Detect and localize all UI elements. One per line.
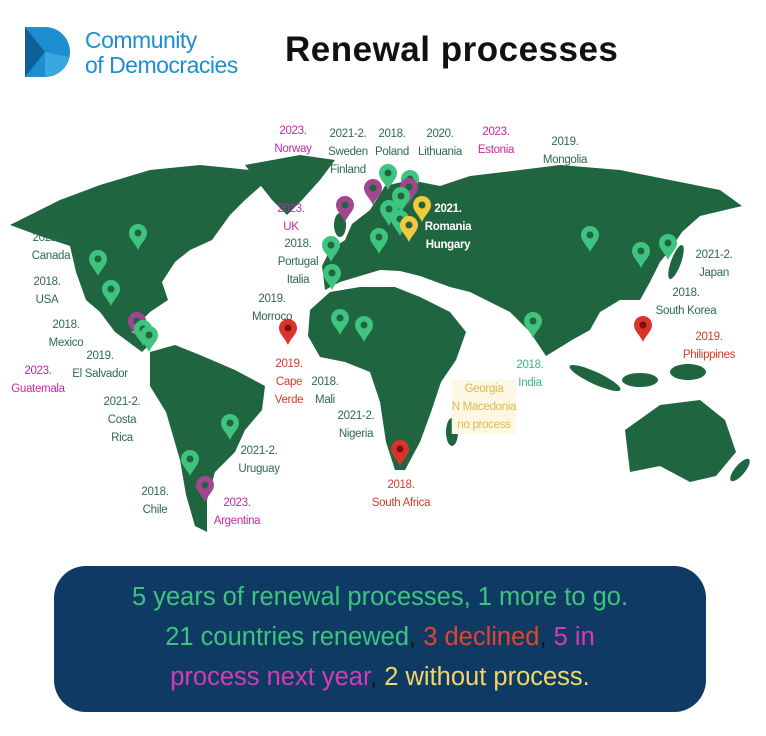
label-mongolia: 2019.Mongolia — [542, 136, 588, 166]
map-pin-renewed-icon — [581, 226, 599, 252]
label-uruguay: 2021-2.Uruguay — [238, 445, 280, 475]
map-pin-renewed-icon — [140, 326, 158, 352]
label-el-salvador: 2019.El Salvador — [72, 350, 128, 380]
label-philippines: 2019.Philippines — [682, 331, 736, 361]
map-pin-no-process-icon — [413, 196, 431, 222]
page-title: Renewal processes — [285, 30, 619, 69]
separator: , — [370, 663, 385, 691]
label-norway: 2023.Norway — [274, 125, 312, 155]
greenland — [245, 155, 335, 215]
next-year-text: process next year — [170, 663, 371, 691]
label-morroco: 2019.Morroco — [251, 293, 293, 323]
map-pin-next-year-icon — [364, 179, 382, 205]
banner-line-1: 5 years of renewal processes, 1 more to … — [131, 583, 629, 611]
map-pin-renewed-icon — [89, 250, 107, 276]
declined-count: 3 declined — [423, 623, 540, 651]
label-uk: 2023.UK — [277, 203, 305, 233]
logo-text: Community of Democracies — [85, 28, 238, 78]
north-america — [10, 165, 262, 352]
map-pin-renewed-icon — [380, 200, 398, 226]
map-pin-declined-icon — [391, 440, 409, 466]
map-pin-declined-icon — [634, 316, 652, 342]
renewed-count: 21 countries renewed — [165, 623, 410, 651]
label-japan: 2021-2.Japan — [695, 249, 733, 279]
no-process-count: 2 without process. — [384, 663, 590, 691]
label-guatemala: 2023.Guatemala — [11, 365, 65, 395]
label-mali: 2018.Mali — [311, 376, 339, 406]
logo-line-2: of Democracies — [85, 52, 238, 78]
label-estonia: 2023.Estonia — [477, 126, 515, 156]
label-nigeria: 2021-2.Nigeria — [337, 410, 375, 440]
map-pin-no-process-icon — [400, 216, 418, 242]
map-pin-renewed-icon — [379, 164, 397, 190]
map-pin-renewed-icon — [524, 312, 542, 338]
south-america — [150, 345, 265, 532]
summary-banner: 5 years of renewal processes, 1 more to … — [54, 566, 706, 712]
map-pin-renewed-icon — [181, 450, 199, 476]
map-pin-next-year-icon — [336, 196, 354, 222]
map-pin-next-year-icon — [196, 476, 214, 502]
map-pin-renewed-icon — [370, 228, 388, 254]
label-mexico: 2018.Mexico — [48, 319, 84, 349]
label-chile: 2018.Chile — [141, 486, 169, 516]
label-argentina: 2023.Argentina — [213, 497, 261, 527]
map-pin-renewed-icon — [102, 280, 120, 306]
separator: , — [539, 623, 554, 651]
map-pin-declined-icon — [279, 319, 297, 345]
map-pin-renewed-icon — [392, 187, 410, 213]
logo-icon — [25, 27, 70, 77]
separator: , — [409, 623, 424, 651]
label-poland: 2018.Poland — [374, 128, 410, 158]
australia — [625, 400, 736, 482]
map-pin-renewed-icon — [221, 414, 239, 440]
world-map — [10, 155, 750, 532]
map-pin-renewed-icon — [322, 236, 340, 262]
map-pin-renewed-icon — [323, 264, 341, 290]
label-usa: 2018.USA — [33, 276, 61, 306]
map-pin-next-year-icon — [400, 178, 418, 204]
map-pin-renewed-icon — [659, 234, 677, 260]
africa — [308, 287, 466, 470]
label-south-korea: 2018.South Korea — [655, 287, 717, 317]
map-pin-renewed-icon — [331, 309, 349, 335]
map-pin-renewed-icon — [129, 224, 147, 250]
label-india: 2018.India — [516, 359, 544, 389]
next-year-count: 5 in — [553, 623, 595, 651]
label-lithuania: 2020.Lithuania — [418, 128, 462, 158]
map-pin-renewed-icon — [632, 242, 650, 268]
label-canada: 2021-2.Canada — [31, 232, 71, 262]
map-pin-renewed-icon — [355, 316, 373, 342]
label-south-africa: 2018.South Africa — [371, 479, 431, 509]
logo-line-1: Community — [85, 27, 197, 53]
